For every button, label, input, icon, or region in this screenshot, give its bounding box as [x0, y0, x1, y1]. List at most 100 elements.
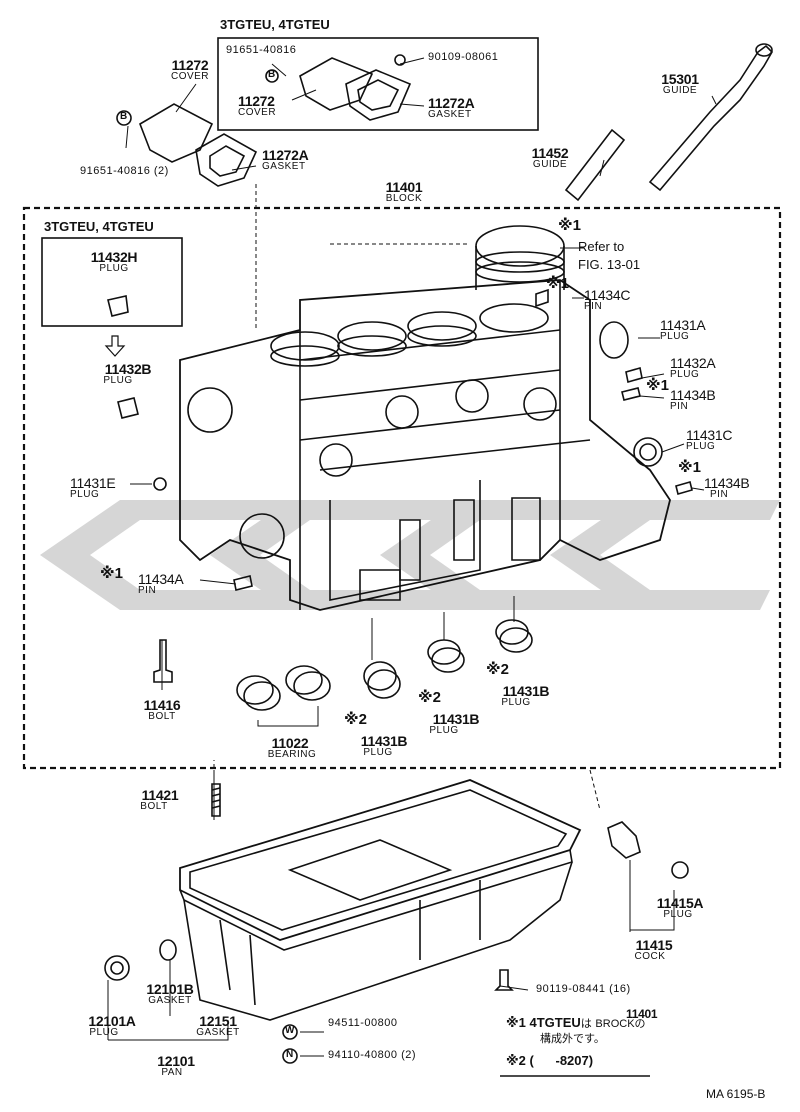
part-name: BOLT [148, 711, 176, 722]
note-mark-1: ※1 [558, 217, 581, 234]
part-number: 11434C [584, 287, 631, 303]
cover-group-title: 3TGTEU, 4TGTEU [220, 17, 330, 32]
part-number: 11401 [385, 179, 423, 195]
pistons [270, 225, 565, 367]
part-number: 11272A [262, 147, 309, 163]
footnote-2-range: ( -8207) [529, 1053, 594, 1068]
part-name: PLUG [670, 369, 700, 380]
part-number: 11431A [660, 317, 706, 333]
part-number: 11022 [271, 735, 309, 751]
note-mark-2: ※2 [506, 1053, 526, 1068]
footnote-1-ha: は [580, 1018, 592, 1030]
part-number: 91651-40816 (2) [80, 165, 169, 177]
plug-group-title: 3TGTEU, 4TGTEU [44, 219, 154, 234]
part-name: PIN [710, 489, 729, 500]
plug-group-box [41, 237, 183, 327]
note-mark-1: ※1 [100, 565, 123, 582]
part-number: 11434A [138, 571, 184, 587]
part-name: PAN [161, 1067, 183, 1078]
bearings-11022 [236, 665, 331, 711]
part-number: 94511-00800 [328, 1017, 398, 1029]
footnote-1: ※1 4TGTEUは BROCKの [506, 1016, 646, 1030]
part-name: PLUG [103, 375, 133, 386]
part-number: 11434B [704, 475, 750, 491]
gasket-left [195, 133, 258, 187]
part-name: PLUG [663, 909, 693, 920]
part-name: GASKET [262, 161, 306, 172]
dipstick-15301 [648, 44, 773, 192]
part-name: BOLT [140, 801, 168, 812]
part-number: 90109-08061 [428, 51, 499, 63]
part-number: 11432A [670, 355, 716, 371]
part-name: PIN [584, 301, 603, 312]
part-number: 11416 [143, 697, 181, 713]
bolt-11421 [211, 783, 221, 817]
part-name: PLUG [660, 331, 690, 342]
callout-w-icon: W [285, 1025, 295, 1036]
footnote-1-block: BROCK [595, 1018, 635, 1030]
note-mark-2: ※2 [344, 711, 367, 728]
part-number: 11272 [238, 93, 275, 109]
part-number: 11432B [104, 361, 152, 377]
callout-b-icon: B [268, 69, 276, 80]
part-name: PIN [138, 585, 157, 596]
part-name: PLUG [429, 725, 459, 736]
note-mark-2: ※2 [486, 661, 509, 678]
figure-id: MA 6195-B [706, 1087, 766, 1101]
refer-line-2: FIG. 13-01 [578, 257, 641, 272]
note-mark-1: ※1 [678, 459, 701, 476]
footnote-2: ※2 ( -8207) [506, 1054, 593, 1067]
block-boundary [22, 206, 782, 770]
cover-left [139, 103, 214, 163]
part-number: 12101B [146, 981, 194, 997]
part-number: 91651-40816 [226, 44, 297, 56]
part-name: GASKET [196, 1027, 240, 1038]
part-number: 11431E [70, 475, 116, 491]
part-number: 11431B [502, 683, 550, 699]
part-number: 15301 [661, 71, 699, 87]
part-number: 12151 [199, 1013, 237, 1029]
part-number: 12101A [88, 1013, 136, 1029]
oil-pan-12101 [179, 779, 582, 1021]
note-mark-2: ※2 [418, 689, 441, 706]
part-number: 12101 [157, 1053, 195, 1069]
part-name: PLUG [363, 747, 393, 758]
part-number: 11415 [635, 937, 673, 953]
part-name: COCK [634, 951, 666, 962]
part-name: GASKET [428, 109, 472, 120]
part-number: 11415A [656, 895, 704, 911]
note-mark-1: ※1 [646, 377, 669, 394]
bolt-11416 [153, 639, 173, 683]
drain-cock [607, 821, 641, 859]
part-name: GASKET [148, 995, 192, 1006]
part-name: PLUG [70, 489, 100, 500]
part-name: PLUG [501, 697, 531, 708]
part-name: PLUG [89, 1027, 119, 1038]
part-name: PIN [670, 401, 689, 412]
refer-line-1: Refer to [578, 239, 625, 254]
part-name: GUIDE [662, 85, 698, 96]
cover-group-box [217, 37, 539, 131]
gasket-box [345, 69, 412, 121]
note-mark-1: ※1 [506, 1015, 526, 1030]
part-name: PLUG [686, 441, 716, 452]
part-number: 11434B [670, 387, 716, 403]
part-name: GUIDE [532, 159, 568, 170]
footnote-1-part: 11401 [626, 1007, 658, 1021]
part-number: 11272A [428, 95, 475, 111]
part-name: COVER [238, 107, 277, 118]
callout-n-icon: N [286, 1049, 294, 1060]
note-mark-1: ※1 [546, 275, 569, 292]
part-number: 11272 [171, 57, 209, 73]
part-number: 11421 [141, 787, 179, 803]
footnote-1-no: の [634, 1018, 646, 1030]
part-number: 90119-08441 (16) [536, 983, 631, 995]
part-number: 11452 [531, 145, 569, 161]
part-number: 94110-40800 (2) [328, 1049, 417, 1061]
part-name: COVER [170, 71, 210, 82]
part-name: PLUG [99, 263, 129, 274]
part-number: 11431C [686, 427, 733, 443]
part-number: 11432H [90, 249, 138, 265]
